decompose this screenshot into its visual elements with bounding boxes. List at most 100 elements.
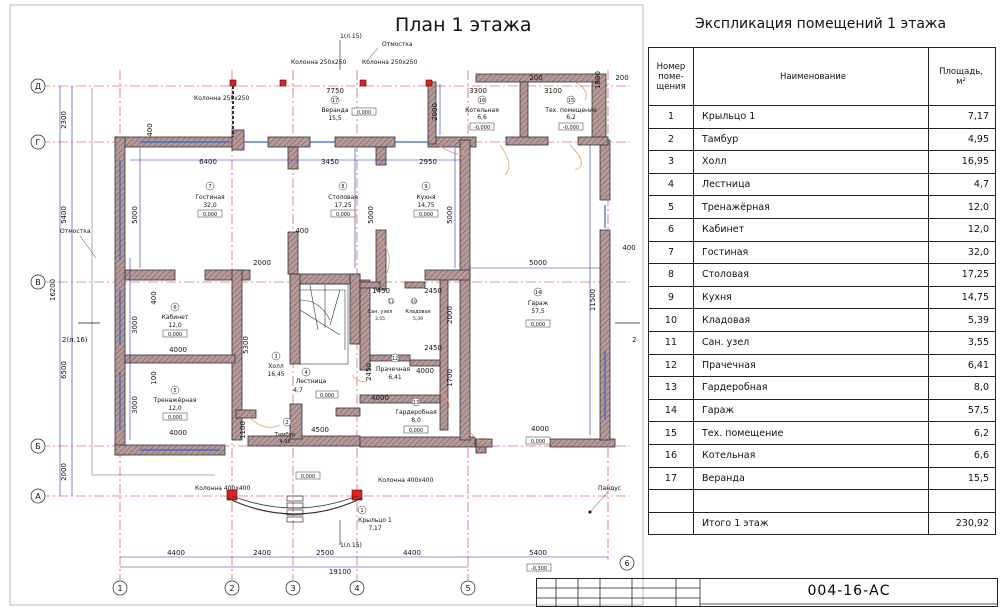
dim-text: 1450 (372, 287, 390, 295)
axis-bubble-col: 5 (460, 580, 476, 596)
svg-text:6: 6 (624, 559, 629, 568)
svg-text:15,5: 15,5 (328, 115, 342, 122)
cell-area: 7,17 (928, 105, 996, 129)
svg-text:Кабинет: Кабинет (162, 314, 189, 321)
cell-number: 3 (648, 150, 694, 174)
header-number: Номер поме-щения (648, 47, 694, 106)
otmostka-note: Отмостка (60, 228, 91, 235)
svg-text:7,17: 7,17 (368, 525, 382, 532)
total-label: Итого 1 этаж (692, 511, 930, 536)
cell-number: 9 (648, 285, 694, 310)
cell-number: 5 (648, 195, 694, 219)
cell-name: Тренажёрная (692, 195, 930, 219)
dim-text: 3100 (544, 87, 562, 95)
svg-text:1: 1 (360, 508, 363, 514)
cell-name: Холл (692, 150, 930, 174)
svg-text:Г: Г (36, 138, 41, 147)
cell-number: 8 (648, 263, 694, 287)
dim-text: 2000 (253, 259, 271, 267)
cell-number: 11 (648, 330, 694, 355)
svg-text:Тренажёрная: Тренажёрная (153, 397, 197, 404)
cell-name: Кабинет (692, 217, 930, 242)
axis-bubble-row: Б (30, 438, 46, 454)
cell-name: Веранда (692, 466, 930, 491)
garage-level-mark: 0,000 (531, 439, 545, 445)
axis-bubble-row: Г (30, 134, 46, 150)
svg-text:0,000: 0,000 (409, 428, 423, 434)
cell-number: 17 (648, 466, 694, 491)
svg-text:4: 4 (354, 584, 359, 593)
cell-area: 17,25 (928, 263, 996, 287)
svg-text:0,000: 0,000 (168, 332, 182, 338)
porch-steps (286, 495, 304, 523)
dim-text: 200 (529, 74, 542, 82)
svg-text:1: 1 (117, 584, 122, 593)
dim-text: 7750 (326, 87, 344, 95)
svg-text:7: 7 (208, 184, 211, 190)
axis-bubble-col: 6 (619, 555, 635, 571)
explication-table: Номер поме-щения Наименование Площадь, м… (648, 47, 996, 536)
otmostka-outline (91, 88, 215, 476)
axis-bubble-row: А (30, 488, 46, 504)
cell-name: Гостиная (692, 240, 930, 265)
plan-title: План 1 этажа (395, 14, 532, 36)
cell-area: 57,5 (928, 398, 996, 423)
dim-text: 4000 (531, 425, 549, 433)
svg-text:14,75: 14,75 (417, 202, 434, 209)
cell-number: 1 (648, 105, 694, 129)
cell-number: 7 (648, 240, 694, 265)
cell-area: 15,5 (928, 466, 996, 491)
cell-name: Лестница (692, 172, 930, 197)
svg-text:Сан. узел: Сан. узел (368, 309, 393, 315)
cell-name: Кухня (692, 285, 930, 310)
column-note-porch-left: Колонна 400х400 (195, 485, 251, 492)
dim-text: 2500 (316, 549, 334, 557)
axis-bubbles: Д Г В Б А 1 2 3 4 5 6 (30, 78, 635, 596)
svg-text:16,45: 16,45 (267, 371, 284, 378)
svg-text:0,000: 0,000 (419, 212, 433, 218)
svg-text:11: 11 (388, 299, 394, 304)
svg-text:2: 2 (229, 584, 234, 593)
dim-text: 2450 (424, 344, 442, 352)
dim-text: 6400 (199, 158, 217, 166)
dim-text: 6500 (60, 361, 68, 379)
dim-text: 3300 (469, 87, 487, 95)
svg-text:Гостиная: Гостиная (195, 194, 225, 201)
dim-text: 4400 (167, 549, 185, 557)
sheet-frame (9, 4, 644, 606)
cell-area: 4,95 (928, 127, 996, 152)
cell-area: 4,7 (928, 172, 996, 197)
cell-number: 4 (648, 172, 694, 197)
ramp-level-mark: -0,300 (531, 566, 547, 572)
cell-number: 15 (648, 421, 694, 445)
svg-text:8: 8 (341, 184, 344, 190)
cell-name: Столовая (692, 263, 930, 287)
svg-text:14: 14 (535, 290, 541, 296)
section-marker-right: 2 (632, 336, 636, 344)
svg-text:12,0: 12,0 (168, 322, 182, 329)
dim-text: 400 (150, 291, 158, 304)
dim-text: 2000 (431, 103, 439, 121)
svg-text:57,5: 57,5 (531, 308, 545, 315)
column-note-right: Колонна 250х250 (362, 59, 418, 66)
cell-area: 14,75 (928, 285, 996, 310)
cell-number: 10 (648, 308, 694, 332)
cell-number: 2 (648, 127, 694, 152)
